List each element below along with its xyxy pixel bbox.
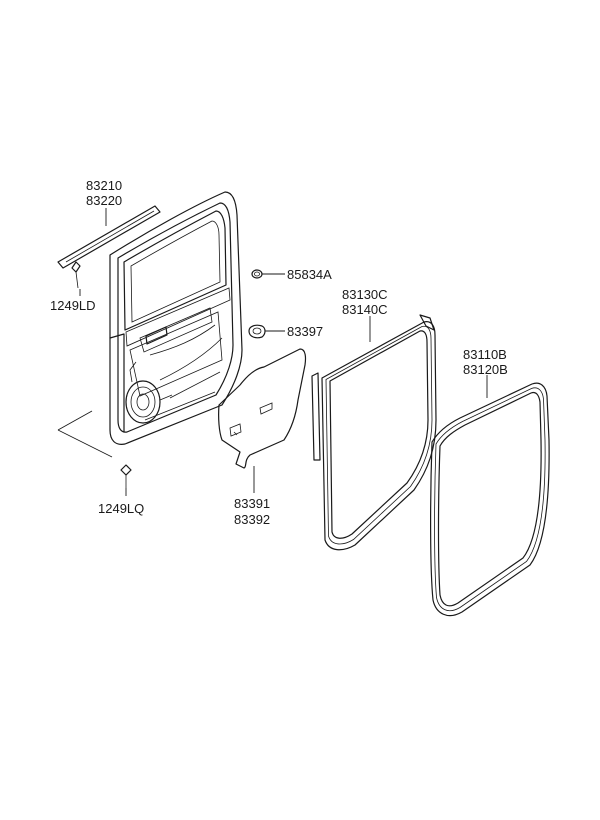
plug xyxy=(248,324,266,339)
label-belt-molding-1: 83210 xyxy=(86,178,122,193)
leader-lines xyxy=(57,208,488,496)
body-side-weatherstrip xyxy=(311,314,437,551)
label-screw-upper: 1249LD xyxy=(50,298,96,313)
label-body-side-weatherstrip-1: 83130C xyxy=(342,287,388,302)
door-screw xyxy=(120,464,132,488)
sealing-cover xyxy=(218,348,307,469)
belt-molding xyxy=(57,205,161,269)
belt-molding-screw xyxy=(71,261,81,289)
label-screw-lower: 1249LQ xyxy=(98,501,144,516)
label-sealing-cover-1: 83391 xyxy=(234,496,270,511)
door-panel xyxy=(109,191,243,445)
door-weatherstrip xyxy=(430,382,550,617)
label-sealing-cover-2: 83392 xyxy=(234,512,270,527)
label-door-weatherstrip-2: 83120B xyxy=(463,362,508,377)
label-door-weatherstrip-1: 83110B xyxy=(463,347,507,362)
label-grommet: 85834A xyxy=(287,267,332,282)
label-body-side-weatherstrip-2: 83140C xyxy=(342,302,388,317)
grommet xyxy=(251,269,263,279)
label-belt-molding-2: 83220 xyxy=(86,193,122,208)
part-labels: 83210 83220 1249LD 1249LQ 85834A 83397 8… xyxy=(50,178,508,527)
label-plug: 83397 xyxy=(287,324,323,339)
